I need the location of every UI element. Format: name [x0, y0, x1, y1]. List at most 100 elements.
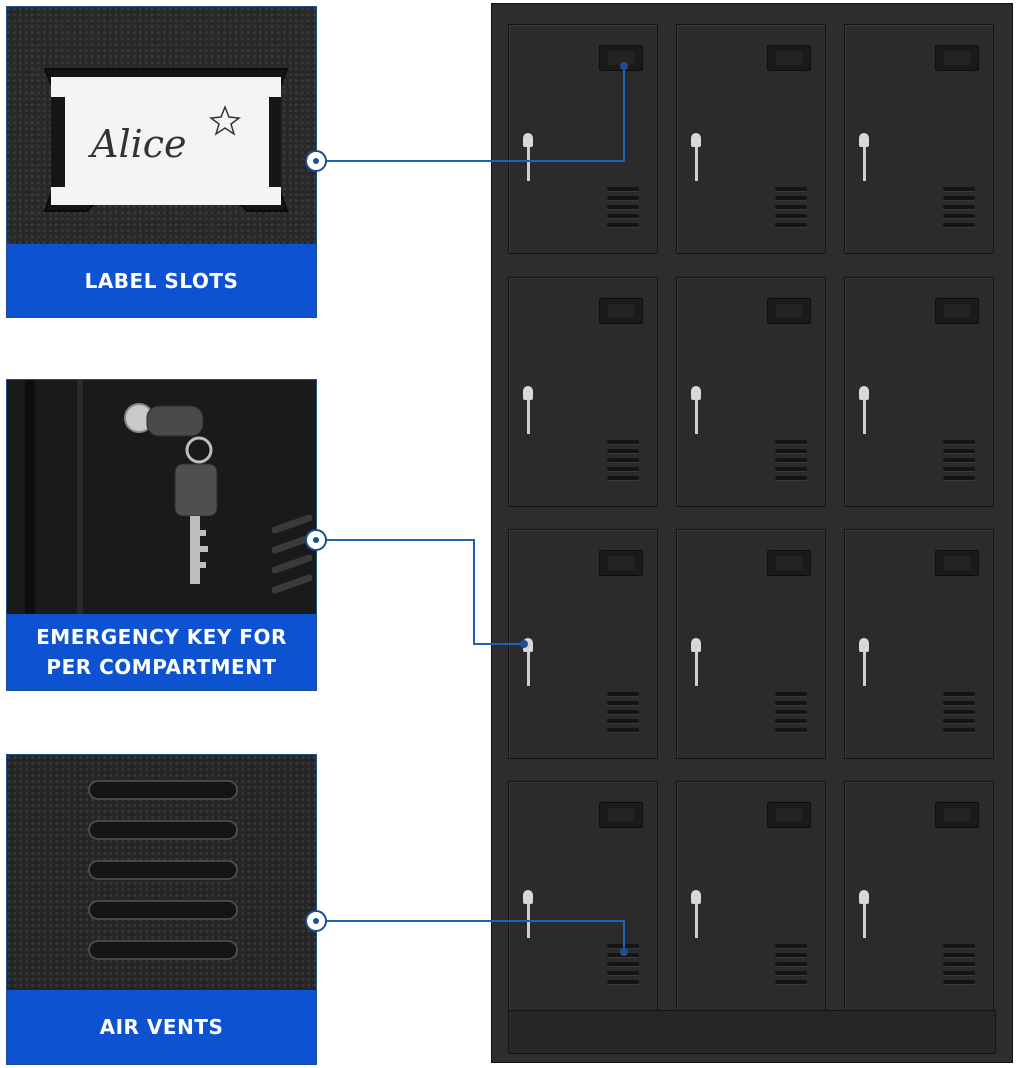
air-vents-photo [7, 755, 316, 990]
vent-slat [943, 710, 975, 714]
emergency-key-caption-line-1: EMERGENCY KEY FOR [36, 625, 287, 649]
vent-slat [943, 719, 975, 723]
label-slots-panel: Alice LABEL SLOTS [6, 6, 317, 318]
air-vents-image [88, 780, 238, 960]
vent-slat [775, 710, 807, 714]
vent-slat [775, 962, 807, 966]
vent-slat [943, 214, 975, 218]
vent-slat [943, 205, 975, 209]
label-card-handwriting: Alice [88, 122, 187, 166]
key-icon [695, 904, 698, 938]
label-slots-callout-dot [305, 150, 327, 172]
locker-door [844, 277, 994, 507]
emergency-key-caption-line-2: PER COMPARTMENT [46, 655, 277, 679]
vent-slat [775, 214, 807, 218]
label-slots-leader-line [316, 66, 625, 162]
label-slot [935, 550, 979, 576]
locker-door [508, 277, 658, 507]
air-vents-callout-dot [305, 910, 327, 932]
vent-slat [775, 440, 807, 444]
emergency-key-image [7, 380, 316, 614]
emergency-key-target-dot [520, 640, 528, 648]
key-icon [527, 400, 530, 434]
vent-slat [943, 692, 975, 696]
emergency-key-photo [7, 380, 316, 614]
vent-slat [943, 467, 975, 471]
vent-slat [607, 728, 639, 732]
key-icon [863, 652, 866, 686]
vent-slat [943, 440, 975, 444]
label-slot [599, 298, 643, 324]
vent-slat [607, 962, 639, 966]
air-vents-target-dot [620, 948, 628, 956]
vent-slat [607, 692, 639, 696]
vent-slat [943, 458, 975, 462]
vent-slat [943, 701, 975, 705]
vent-slat [943, 187, 975, 191]
locker-door [676, 781, 826, 1011]
vent-slat [775, 223, 807, 227]
vent-slat [775, 467, 807, 471]
star-doodle [209, 104, 241, 136]
lock-icon [859, 386, 869, 400]
label-slot [767, 45, 811, 71]
lock-icon [523, 890, 533, 904]
label-slot-image: Alice [43, 68, 289, 212]
vent-slat [943, 962, 975, 966]
air-vents-caption: AIR VENTS [7, 990, 316, 1064]
vent-slat [775, 187, 807, 191]
vent-slat [607, 214, 639, 218]
vent-slat [943, 944, 975, 948]
vent-slat [607, 701, 639, 705]
vent-slat [775, 205, 807, 209]
key-icon [695, 400, 698, 434]
lock-icon [523, 133, 533, 147]
vent-slat [775, 944, 807, 948]
lock-icon [691, 133, 701, 147]
locker-door [676, 277, 826, 507]
vent-slat [943, 980, 975, 984]
locker-cabinet [491, 3, 1013, 1063]
vent-slat [943, 476, 975, 480]
vent-slat [943, 728, 975, 732]
lock-icon [691, 386, 701, 400]
label-slot [935, 298, 979, 324]
locker-door [844, 24, 994, 254]
vent-slat [607, 458, 639, 462]
label-slot [767, 550, 811, 576]
locker-door [508, 781, 658, 1011]
vent-slat [943, 971, 975, 975]
locker-door [676, 529, 826, 759]
lock-icon [859, 133, 869, 147]
label-slot [935, 802, 979, 828]
vent-louvers-icon [88, 780, 238, 960]
label-slots-caption-text: LABEL SLOTS [84, 268, 239, 293]
key-ring-icon [185, 436, 213, 464]
locker-door [844, 529, 994, 759]
lock-icon [691, 638, 701, 652]
lock-icon [859, 638, 869, 652]
label-slot [599, 802, 643, 828]
lock-icon [523, 386, 533, 400]
cabinet-base [508, 1010, 996, 1054]
emergency-key-callout-dot [305, 529, 327, 551]
vent-slat [607, 196, 639, 200]
key-icon [863, 147, 866, 181]
label-slots-target-dot [620, 62, 628, 70]
emergency-key-leader-line [316, 539, 524, 645]
air-vents-caption-text: AIR VENTS [99, 1015, 224, 1039]
vent-slat [607, 710, 639, 714]
label-slot [767, 802, 811, 828]
vent-slat [775, 728, 807, 732]
vent-slat [607, 205, 639, 209]
key-head-icon [146, 405, 204, 437]
vent-slat [943, 953, 975, 957]
locker-door [508, 24, 658, 254]
key-icon [863, 904, 866, 938]
air-vents-panel: AIR VENTS [6, 754, 317, 1065]
key-icon [863, 400, 866, 434]
vent-slat [607, 449, 639, 453]
label-slots-caption: LABEL SLOTS [7, 244, 316, 317]
emergency-key-caption: EMERGENCY KEY FOR PER COMPARTMENT [7, 614, 316, 690]
